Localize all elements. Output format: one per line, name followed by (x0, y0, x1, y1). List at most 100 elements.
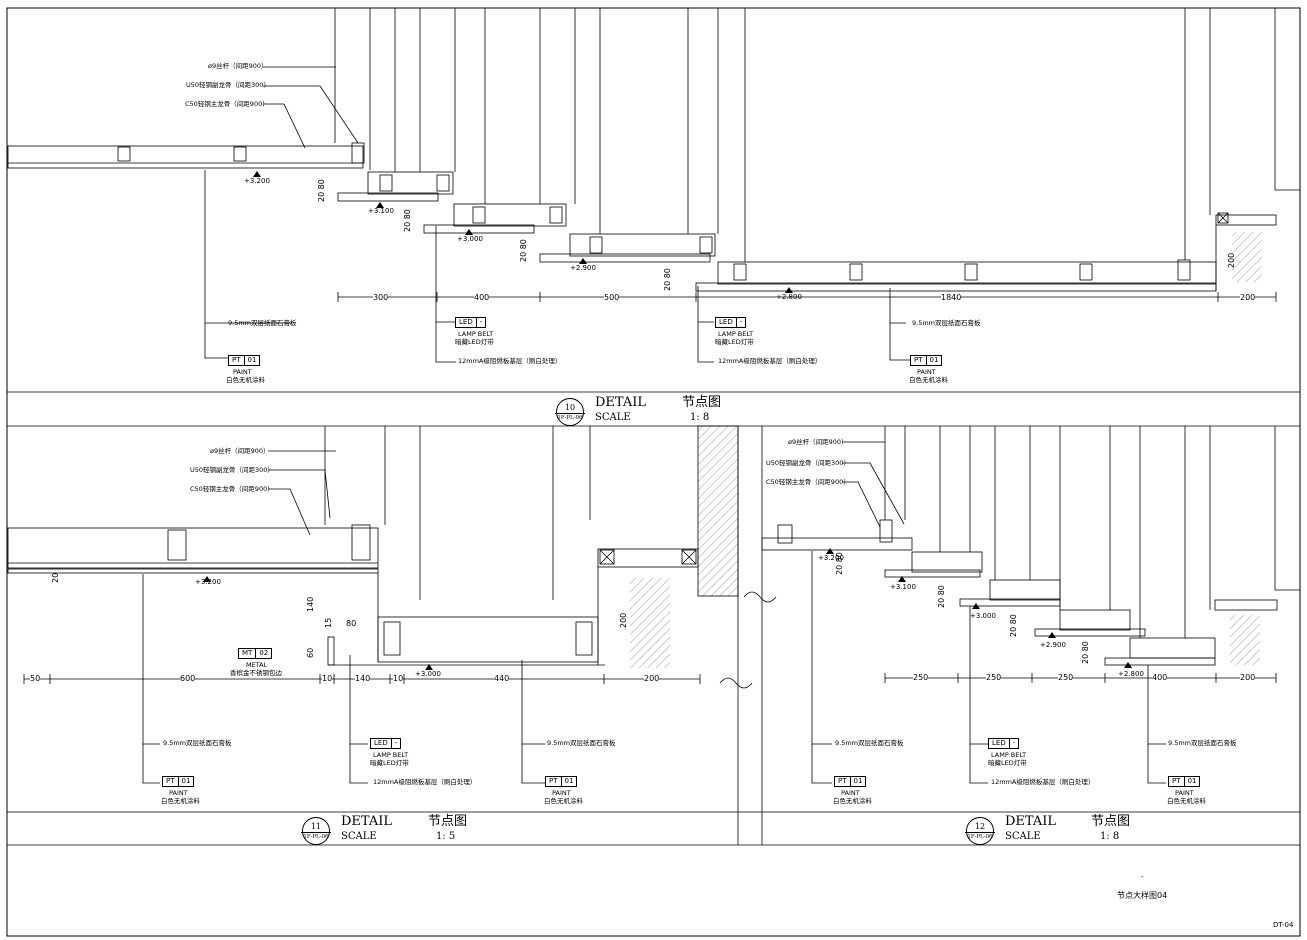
sheet-code: DT-04 (1273, 921, 1294, 929)
tag-code: PT (166, 777, 175, 785)
d11-note-rod: ø9丝杆（间距900） (210, 447, 270, 455)
d10-scale-value: 1: 8 (690, 412, 710, 423)
d12-level-5: +2.800 (1118, 670, 1144, 678)
tag-num: 01 (925, 356, 942, 365)
tag-code: LED (459, 318, 473, 326)
d11-dim-local-80: 80 (346, 619, 357, 628)
d10-pt-desc-b: 白色无机涂料 (909, 376, 948, 384)
d10-dim-400: 400 (474, 293, 490, 302)
d12-dim-400: 400 (1152, 673, 1168, 682)
d11-mt-desc: 香槟金不锈钢包边 (230, 669, 282, 677)
d12-dim-250c: 250 (1058, 673, 1074, 682)
d10-level-4: +2.900 (570, 264, 596, 272)
d12-offset-4: 20 80 (1081, 641, 1090, 664)
detail-ref: 1F-PL-06 (555, 413, 585, 421)
d12-scale-label: SCALE (1005, 831, 1041, 842)
d11-title-cn: 节点图 (428, 814, 468, 829)
d10-level-2: +3.100 (368, 207, 394, 215)
d10-led-name-a: LAMP BELT (458, 330, 494, 338)
d10-pt-name: PAINT (233, 368, 252, 376)
d11-scale-value: 1: 5 (436, 831, 456, 842)
d12-note-rod: ø9丝杆（间距900） (788, 438, 848, 446)
d10-dim-1840: 1840 (941, 293, 962, 302)
d10-pt-name-b: PAINT (917, 368, 936, 376)
d10-note-base-b: 12mmA级阻燃板基层（刷白处理） (718, 357, 822, 365)
tag-code: PT (838, 777, 847, 785)
d10-level-1: +3.200 (244, 177, 270, 185)
d10-led-tag-b: LED- (715, 317, 747, 328)
d11-pt-name-b: PAINT (552, 789, 571, 797)
d12-led-desc: 暗藏LED灯带 (988, 759, 1027, 767)
d11-led-name: LAMP BELT (373, 751, 409, 759)
d12-dim-250b: 250 (986, 673, 1002, 682)
d12-note-c50: C50轻钢主龙骨（间距900） (766, 478, 850, 486)
d12-note-base: 12mmA级阻燃板基层（刷白处理） (991, 778, 1095, 786)
tag-code: PT (549, 777, 558, 785)
tag-code: PT (232, 356, 241, 364)
d12-scale-value: 1: 8 (1100, 831, 1120, 842)
d10-pt-desc: 白色无机涂料 (226, 376, 265, 384)
d10-level-5: +2.800 (776, 293, 802, 301)
d11-pt-desc-a: 白色无机涂料 (161, 797, 200, 805)
d11-dim-10b: 10 (393, 674, 404, 683)
d11-dim-200: 200 (644, 674, 660, 683)
d11-pt-name-a: PAINT (169, 789, 188, 797)
d10-dim-300: 300 (373, 293, 389, 302)
d12-led-tag: LED- (988, 738, 1020, 749)
tag-code: LED (719, 318, 733, 326)
tag-num: - (390, 739, 401, 748)
d10-title-en: DETAIL (595, 395, 647, 410)
tag-code: PT (914, 356, 923, 364)
d11-dim-440: 440 (494, 674, 510, 683)
tag-code: PT (1172, 777, 1181, 785)
d11-level-1: +3.200 (195, 578, 221, 586)
d11-dim-140: 140 (355, 674, 371, 683)
tag-num: - (1008, 739, 1019, 748)
detail-number: 10 (564, 403, 576, 412)
d11-note-board2: 9.5mm双层纸面石膏板 (547, 739, 616, 747)
d11-dim-local-140: 140 (306, 596, 315, 612)
d11-dim-local-15: 15 (324, 617, 333, 628)
d10-note-board1: 9.5mm双层纸面石膏板 (228, 319, 297, 327)
d10-offset-4: 20 80 (663, 268, 672, 291)
tag-num: 01 (177, 777, 194, 786)
d12-level-1: +3.200 (818, 554, 844, 562)
sheet-mark: - (1141, 873, 1144, 881)
d12-offset-3: 20 80 (1009, 614, 1018, 637)
d12-title-en: DETAIL (1005, 814, 1057, 829)
d11-scale-label: SCALE (341, 831, 377, 842)
d11-led-tag: LED- (370, 738, 402, 749)
d11-note-board1: 9.5mm双层纸面石膏板 (163, 739, 232, 747)
d11-dim-600: 600 (180, 674, 196, 683)
detail-11-linework (7, 425, 739, 784)
tag-num: 01 (1183, 777, 1200, 786)
detail-number: 11 (310, 822, 322, 831)
tag-code: LED (992, 739, 1006, 747)
d10-led-desc-a: 暗藏LED灯带 (455, 338, 494, 346)
d11-note-u50: U50轻钢副龙骨（间距300） (190, 466, 274, 474)
tag-num: 01 (849, 777, 866, 786)
d10-led-tag-a: LED- (455, 317, 487, 328)
d10-dim-200b: 200 (1227, 252, 1236, 268)
d10-offset-3: 20 80 (519, 239, 528, 262)
d12-pt-desc-a: 白色无机涂料 (833, 797, 872, 805)
detail-ref: 1F-PL-06 (301, 832, 331, 840)
d12-dim-200: 200 (1240, 673, 1256, 682)
sheet-name: 节点大样图04 (1117, 891, 1168, 900)
d12-offset-2: 20 80 (937, 585, 946, 608)
d11-dim-local-20: 20 (51, 572, 60, 583)
d10-title-cn: 节点图 (682, 395, 722, 410)
d12-note-board1: 9.5mm双层纸面石膏板 (835, 739, 904, 747)
tag-num: - (735, 318, 746, 327)
d11-dim-50: 50 (30, 674, 41, 683)
d11-pt-desc-b: 白色无机涂料 (544, 797, 583, 805)
d11-note-c50: C50轻钢主龙骨（间距900） (190, 485, 274, 493)
d10-level-3: +3.000 (457, 235, 483, 243)
